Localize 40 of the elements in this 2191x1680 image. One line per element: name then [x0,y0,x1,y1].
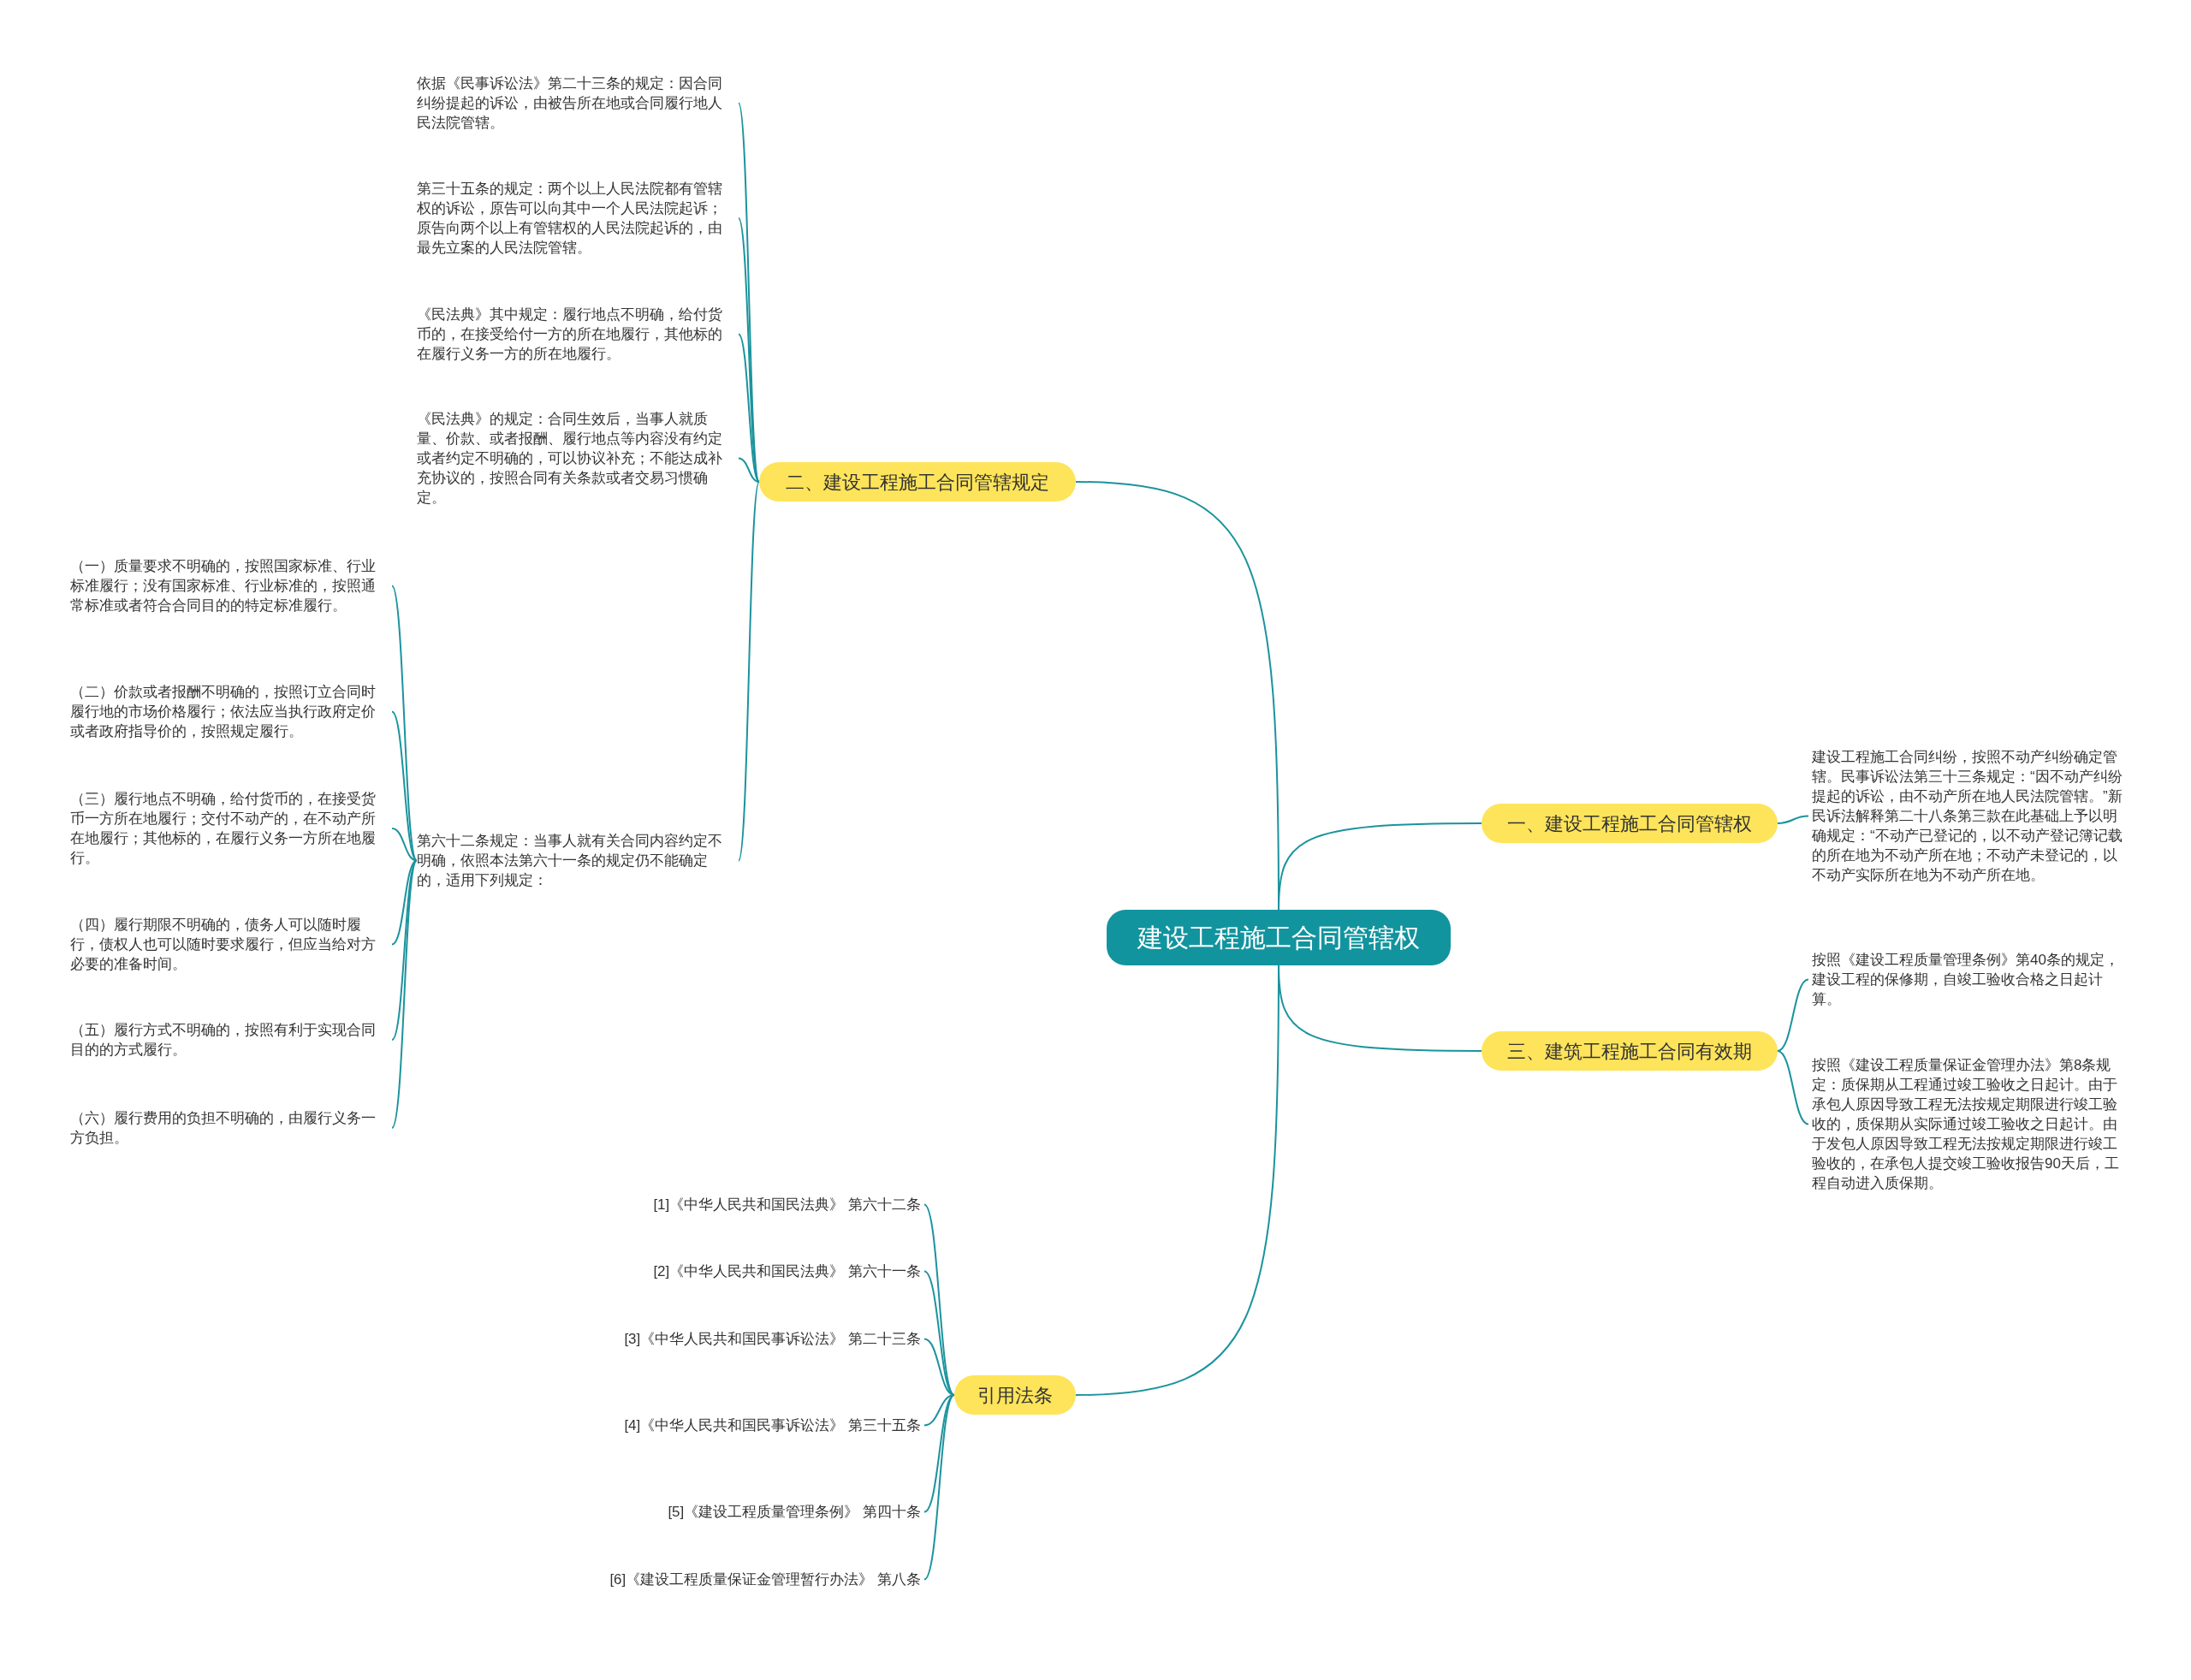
leaf-text: （二）价款或者报酬不明确的，按照订立合同时履行地的市场价格履行；依法应当执行政府定价或者政府指导价的，按照规定履行。 [70,682,389,741]
connector-line [923,1203,955,1396]
connector-line [923,1270,955,1396]
connector-line [738,481,760,862]
branch-topic: 引用法条 [954,1375,1076,1415]
connector-line [1075,965,1280,1396]
leaf-text: 《民法典》其中规定：履行地点不明确，给付货币的，在接受给付一方的所在地履行，其他标的在履行义务一方的所在地履行。 [417,305,735,364]
leaf-text: 《民法典》的规定：合同生效后，当事人就质量、价款、或者报酬、履行地点等内容没有约定或者约定不明确的，可以协议补充；不能达成补充协议的，按照合同有关条款或者交易习惯确定。 [417,409,735,508]
leaf-text: 建设工程施工合同纠纷，按照不动产纠纷确定管辖。民事诉讼法第三十三条规定：“因不动产纠纷提起的诉讼，由不动产所在地人民法院管辖。”新民诉法解释第二十八条第三款在此基础上予以明确规定：“不动产已登记的，以不动产登记簿记载的所在地为不动产所在地；不动产未登记的，以不动产实际所在地为不动产所在地。 [1812,747,2130,885]
leaf-text: 第三十五条的规定：两个以上人民法院都有管辖权的诉讼，原告可以向其中一个人民法院起诉；原告向两个以上有管辖权的人民法院起诉的，由最先立案的人民法院管辖。 [417,179,735,258]
leaf-text: （四）履行期限不明确的，债务人可以随时履行，债权人也可以随时要求履行，但应当给对方必要的准备时间。 [70,915,389,974]
leaf-text: 按照《建设工程质量保证金管理办法》第8条规定：质保期从工程通过竣工验收之日起计。由于承包人原因导致工程无法按规定期限进行竣工验收的，质保期从实际通过竣工验收之日起计。由于发包人原因导致工程无法按规定期限进行竣工验收的，在承包人提交竣工验收报告90天后，工程自动进入质保期。 [1812,1055,2130,1193]
leaf-text: [6]《建设工程质量保证金管理暂行办法》 第八条 [609,1570,921,1589]
connector-line [1777,978,1809,1052]
leaf-text: （六）履行费用的负担不明确的，由履行义务一方负担。 [70,1108,389,1148]
leaf-text: [2]《中华人民共和国民法典》 第六十一条 [653,1261,921,1281]
connector-line [738,333,760,483]
central-topic: 建设工程施工合同管辖权 [1107,910,1451,965]
connector-line [391,710,418,862]
branch-topic: 一、建设工程施工合同管辖权 [1481,804,1778,843]
leaf-text: 第六十二条规定：当事人就有关合同内容约定不明确，依照本法第六十一条的规定仍不能确定的，适用下列规定： [417,831,735,890]
connector-line [1777,1050,1809,1125]
connector-line [923,1394,955,1581]
leaf-text: 按照《建设工程质量管理条例》第40条的规定，建设工程的保修期，自竣工验收合格之日起计算。 [1812,950,2130,1009]
connector-line [391,828,418,862]
connector-line [391,859,418,1129]
leaf-text: [1]《中华人民共和国民法典》 第六十二条 [653,1195,921,1214]
leaf-text: （三）履行地点不明确，给付货币的，在接受货币一方所在地履行；交付不动产的，在不动产所在地履行；其他标的，在履行义务一方所在地履行。 [70,789,389,868]
leaf-text: （五）履行方式不明确的，按照有利于实现合同目的的方式履行。 [70,1020,389,1060]
connector-line [738,457,760,483]
leaf-text: 依据《民事诉讼法》第二十三条的规定：因合同纠纷提起的诉讼，由被告所在地或合同履行地人民法院管辖。 [417,74,735,133]
connector-line [391,859,418,946]
leaf-text: [3]《中华人民共和国民事诉讼法》 第二十三条 [624,1329,921,1349]
leaf-text: [4]《中华人民共和国民事诉讼法》 第三十五条 [624,1416,921,1435]
branch-topic: 三、建筑工程施工合同有效期 [1481,1031,1778,1071]
branch-topic: 二、建设工程施工合同管辖规定 [759,462,1076,502]
connector-line [391,859,418,1041]
leaf-text: （一）质量要求不明确的，按照国家标准、行业标准履行；没有国家标准、行业标准的，按照通常标准或者符合合同目的的特定标准履行。 [70,556,389,615]
leaf-text: [5]《建设工程质量管理条例》 第四十条 [668,1502,921,1522]
connector-line [1777,815,1809,824]
